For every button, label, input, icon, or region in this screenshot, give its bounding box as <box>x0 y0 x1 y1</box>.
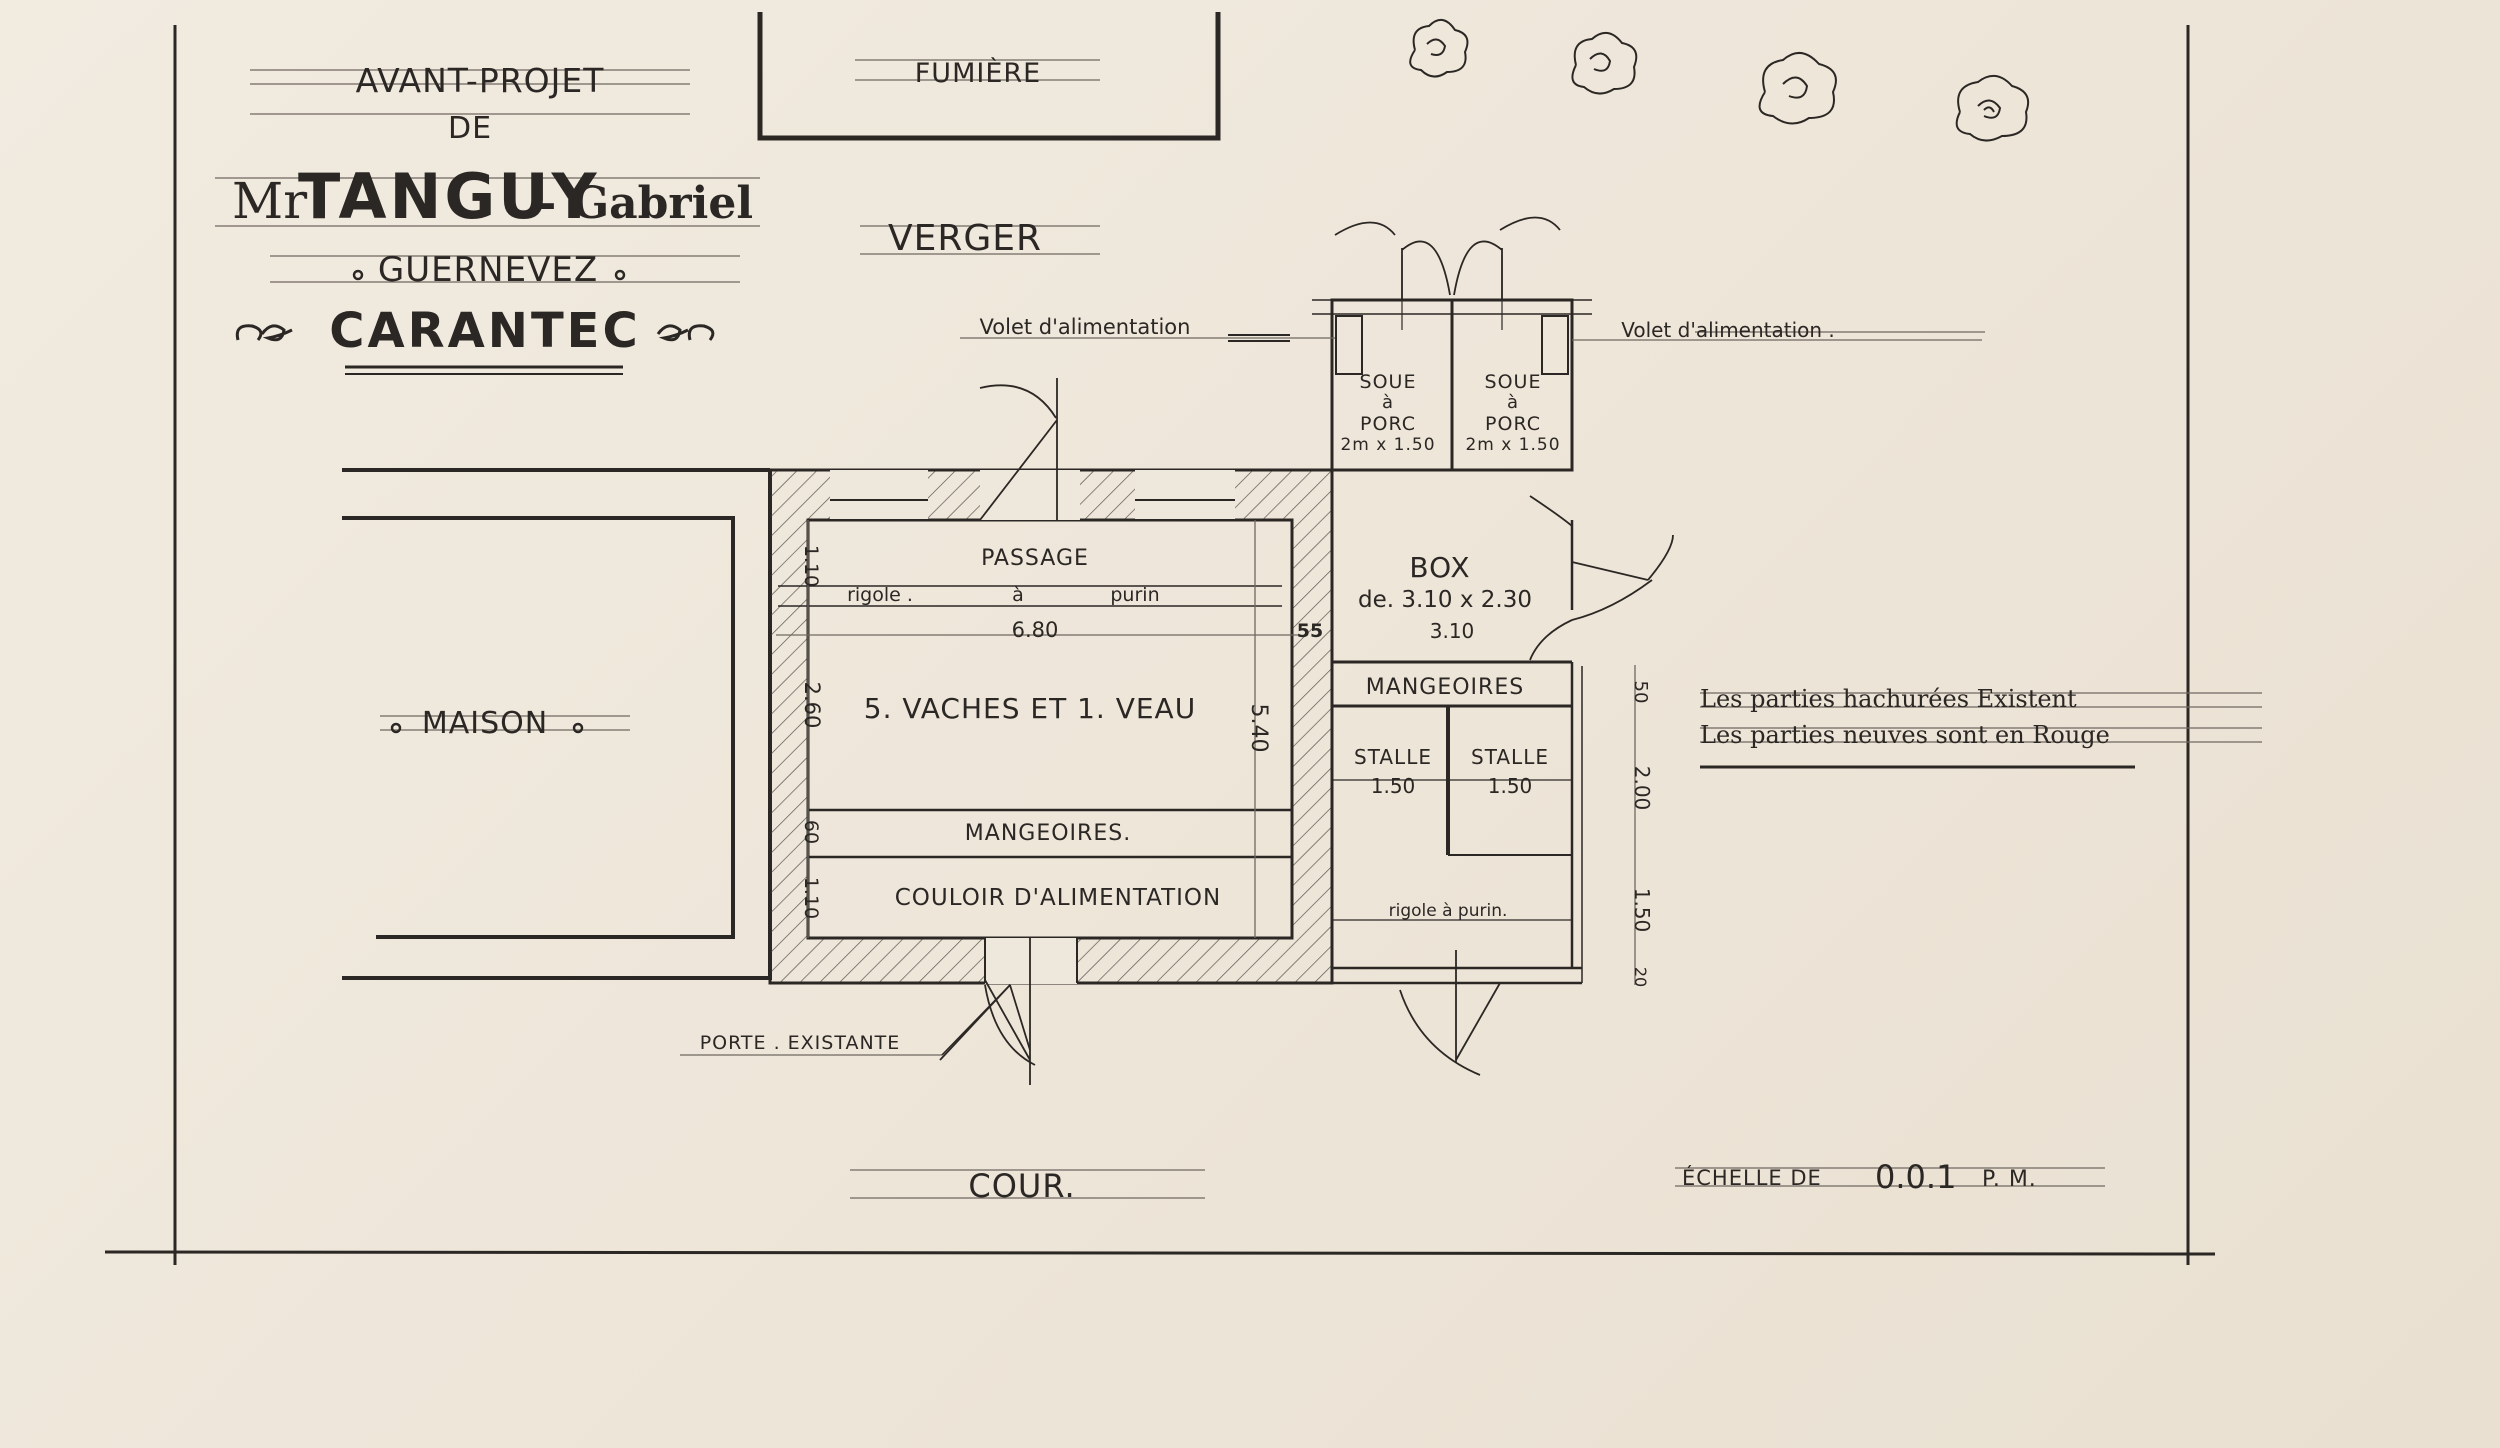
title-block: AVANT-PROJET DE Mr TANGUY - Gabriel GUER… <box>232 61 753 375</box>
scale-label: ÉCHELLE DE <box>1682 1165 1822 1190</box>
volet-labels: Volet d'alimentation Volet d'alimentatio… <box>960 315 1982 342</box>
pig-pens: SOUE à PORC 2m x 1.50 SOUE à PORC 2m x 1… <box>1312 216 1592 472</box>
svg-text:2m x 1.50: 2m x 1.50 <box>1465 435 1560 455</box>
stalle-1-dim: 1.50 <box>1371 774 1416 798</box>
box-dim: 3.10 <box>1430 619 1475 643</box>
couloir-label: COULOIR D'ALIMENTATION <box>895 885 1221 911</box>
mangeoires-stall-label: MANGEOIRES <box>1366 675 1524 700</box>
title-line-1: AVANT-PROJET <box>356 61 605 100</box>
dim-right-3: 1.50 <box>1630 888 1654 933</box>
dim-left-4: 1.10 <box>800 877 822 919</box>
rigole-top-label-3: purin <box>1110 584 1159 606</box>
stalle-2-dim: 1.50 <box>1488 774 1533 798</box>
rigole-top-label-2: à <box>1012 584 1024 606</box>
scale-value: 0.0.1 <box>1875 1158 1956 1196</box>
legend-line-1: Les parties hachurées Existent <box>1700 685 2077 713</box>
svg-text:à: à <box>1507 392 1519 413</box>
dim-left-1: 1.10 <box>800 545 822 587</box>
tree-icons <box>1409 19 2030 142</box>
svg-text:à: à <box>1382 392 1394 413</box>
fumiere-area: FUMIÈRE <box>757 12 1221 141</box>
svg-text:PORC: PORC <box>1360 413 1416 435</box>
verger-label: VERGER <box>888 218 1042 259</box>
maison-label: MAISON <box>422 706 548 741</box>
maison-area: MAISON <box>342 468 772 980</box>
barn-interior: PASSAGE rigole . à purin 6.80 55 5. VACH… <box>776 546 1323 911</box>
mangeoires-cow-label: MANGEOIRES. <box>965 821 1131 846</box>
tree-icon <box>1571 32 1638 95</box>
svg-text:PORC: PORC <box>1485 413 1541 435</box>
rigole-bottom-label: rigole à purin. <box>1389 901 1508 921</box>
scale-unit: P. M. <box>1982 1167 2037 1192</box>
stalle-2-label: STALLE <box>1471 745 1549 769</box>
legend-line-2: Les parties neuves sont en Rouge <box>1700 721 2110 749</box>
box-title: BOX <box>1409 551 1470 584</box>
owner-prefix: Mr <box>232 172 307 230</box>
flourish-left-icon <box>235 324 293 342</box>
flourish-right-icon <box>656 324 715 342</box>
vaches-label: 5. VACHES ET 1. VEAU <box>864 692 1196 725</box>
scale: ÉCHELLE DE 0.0.1 P. M. <box>1682 1158 2037 1196</box>
soue-1-text: SOUE à PORC 2m x 1.50 <box>1340 371 1435 455</box>
svg-text:SOUE: SOUE <box>1360 371 1417 393</box>
porte-label: PORTE . EXISTANTE <box>700 1032 901 1054</box>
svg-text:SOUE: SOUE <box>1485 371 1542 393</box>
svg-text:2m x 1.50: 2m x 1.50 <box>1340 435 1435 455</box>
title-line-2: DE <box>448 111 492 146</box>
right-building: BOX de. 3.10 x 2.30 3.10 MANGEOIRES STAL… <box>1332 468 1674 1076</box>
barn-dimensions: 1.10 2.60 60 1.10 5.40 <box>800 520 1271 938</box>
right-dimensions: 50 2.00 1.50 20 <box>1630 665 1654 987</box>
commune-name: CARANTEC <box>329 303 640 359</box>
dim-right-1: 50 <box>1630 681 1651 704</box>
fumiere-label: FUMIÈRE <box>915 57 1041 89</box>
dim-width-label: 6.80 <box>1012 618 1059 642</box>
tree-icon <box>1409 19 1469 78</box>
porte-existante: PORTE . EXISTANTE <box>680 984 1011 1056</box>
soue-2-text: SOUE à PORC 2m x 1.50 <box>1465 371 1560 455</box>
tree-icon <box>1955 75 2030 142</box>
legend: Les parties hachurées Existent Les parti… <box>1700 685 2135 769</box>
dim-wall-label: 55 <box>1297 620 1323 642</box>
place-name: GUERNEVEZ <box>378 250 598 290</box>
dim-left-3: 60 <box>800 820 822 844</box>
cour-label: COUR. <box>968 1167 1075 1205</box>
frame-lines <box>104 25 2216 1265</box>
owner-first-name: - Gabriel <box>538 178 753 229</box>
rigole-top-label-1: rigole . <box>847 584 913 606</box>
volet-right-label: Volet d'alimentation . <box>1621 318 1835 342</box>
dim-mid: 5.40 <box>1246 704 1271 753</box>
passage-label: PASSAGE <box>981 546 1089 571</box>
stalle-1-label: STALLE <box>1354 745 1432 769</box>
tree-icon <box>1758 52 1837 125</box>
dim-right-2: 2.00 <box>1630 766 1654 811</box>
guide-lines <box>215 59 2262 1199</box>
owner-name: TANGUY <box>298 160 599 233</box>
dim-left-2: 2.60 <box>800 682 824 729</box>
box-size: de. 3.10 x 2.30 <box>1358 587 1532 613</box>
dim-right-4: 20 <box>1631 967 1650 987</box>
volet-left-label: Volet d'alimentation <box>980 315 1191 339</box>
